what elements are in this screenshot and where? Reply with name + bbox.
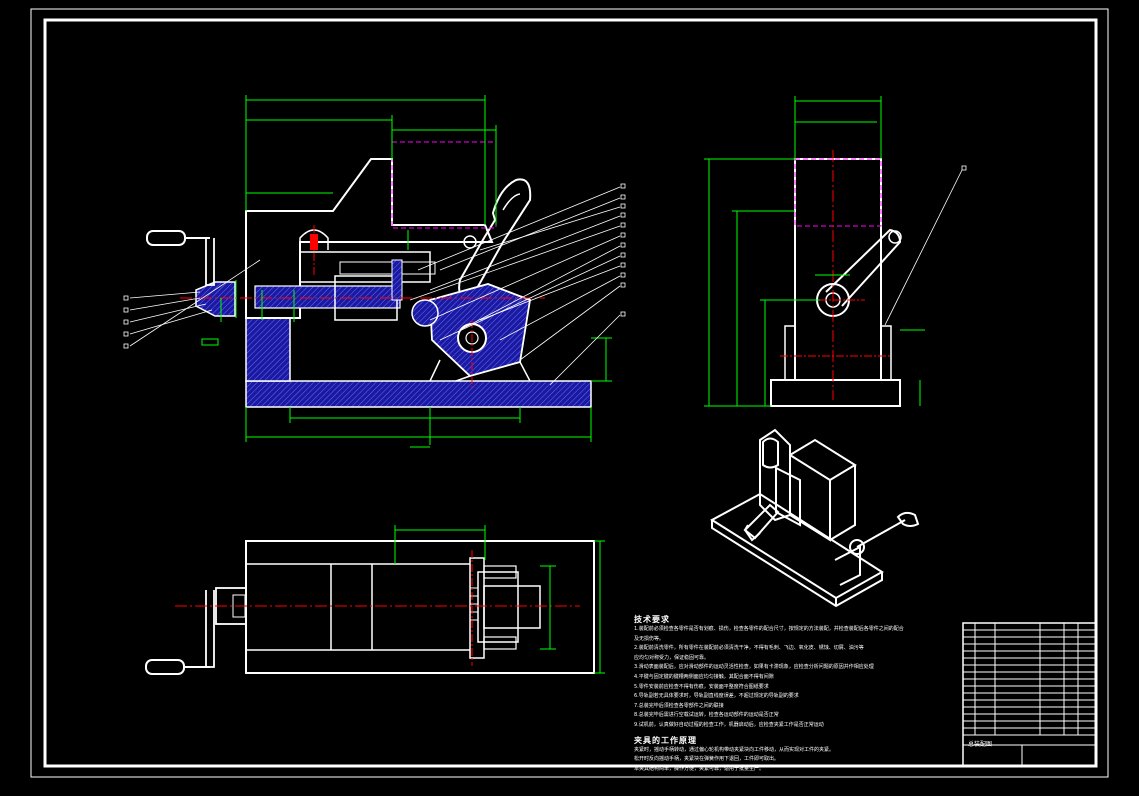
title-block: [962, 622, 1097, 767]
tech-title: 技术要求: [634, 615, 670, 624]
tech-item-3: 3.滑动表面装配后，应对滑动部件的运动灵活性检查，如果有卡滞现象，应检查分析问题…: [634, 664, 874, 671]
side-view: [704, 96, 967, 407]
tech-item-6: 6.导轨副若无具体要求时，导轨副直线度误差，不超过规定的导轨副的要求: [634, 693, 799, 700]
front-view: [123, 95, 626, 448]
sheet-border: [30, 8, 1109, 778]
principle-item-2: 松开时反向摇动手柄，夹紧块在弹簧作用下退回，工件即可取出。: [634, 756, 780, 763]
base-plate-section: [245, 380, 592, 408]
tech-item-7: 7.总装完毕后须检查各零部件之间的联接: [634, 702, 724, 709]
title-block-label: 总装配图: [968, 741, 993, 748]
top-view: [145, 525, 605, 675]
isometric-view: [710, 428, 920, 608]
principle-item-3: 本夹具结构简单，操作方便，夹紧可靠，适用于批量生产。: [634, 765, 765, 772]
tech-item-8: 8.总装完毕后需进行空载试运转，检查各运动部件的运动是否正常: [634, 712, 779, 719]
tech-item-9: 9.试机前，认真做好自动过程的检查工作，机器启动后，应检查夹紧工作是否正常运动: [634, 721, 824, 728]
lever-arm: [458, 178, 532, 304]
left-column-section: [245, 317, 291, 382]
technical-notes: 技术要求 1.装配前必须检查各零件是否有划痕、损伤，检查各零件的配合尺寸，按规定…: [634, 614, 974, 774]
tech-item-5: 5.零件安装前应检查不得有伤痕，安装面平整度符合图纸要求: [634, 683, 769, 690]
principle-title: 夹具的工作原理: [634, 735, 697, 745]
tech-item-2b: 应均匀对称受力，保证稳固可靠。: [634, 654, 710, 661]
tech-item-2: 2.装配前清洗零件，所有零件在装配前必须清洗干净，不得有毛刺、飞边、氧化皮、锈蚀…: [634, 645, 864, 652]
principle-item-1: 夹紧时，摇动手柄转动，通过偏心轮机构带动夹紧块向工件移动，从而实现对工件的夹紧。: [634, 746, 835, 753]
tech-item-1: 1.装配前必须检查各零件是否有划痕、损伤，检查各零件的配合尺寸，按规定的方法装配…: [634, 626, 904, 632]
tech-item-4: 4.平键与固定键的键槽两侧面应均匀接触，其配合面不得有间隙: [634, 673, 774, 680]
tech-item-1b: 及无损伤等。: [634, 635, 665, 642]
